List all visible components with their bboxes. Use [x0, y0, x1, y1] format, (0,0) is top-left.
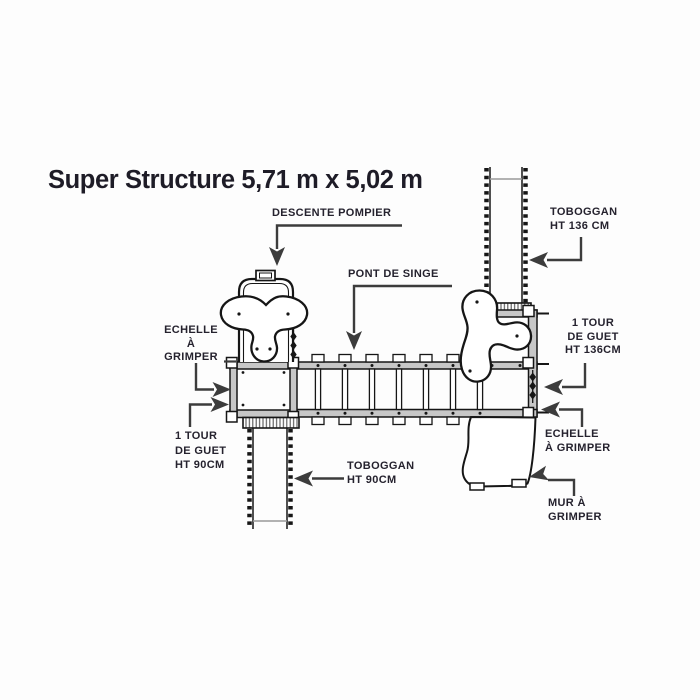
right-tower-fittings — [522, 304, 537, 419]
label-line: 1 TOUR — [175, 430, 218, 442]
label-line: HT 90CM — [347, 473, 397, 486]
label-line: À GRIMPER — [545, 441, 611, 454]
label-line: HT 136CM — [565, 344, 621, 356]
label-line: DESCENTE POMPIER — [272, 207, 392, 219]
mur-a-grimper-arrow — [529, 465, 576, 496]
toboggan-ht90-arrow — [294, 470, 344, 487]
label-line: DE GUET — [175, 444, 227, 457]
descente-pompier-arrow — [269, 224, 402, 266]
tour-de-guet-ht90-arrow — [188, 397, 229, 427]
climbing-panel-left-drawing — [219, 295, 309, 363]
label-echelle-a-grimper-left: ECHELLE À GRIMPER — [158, 324, 224, 365]
label-line: À — [186, 337, 196, 350]
label-toboggan-ht90: TOBOGGAN HT 90CM — [347, 460, 414, 487]
label-line: GRIMPER — [548, 510, 602, 523]
label-echelle-a-grimper-right: ECHELLE À GRIMPER — [545, 428, 611, 455]
bridge-bolts — [316, 364, 482, 415]
climbing-wall-drawing — [461, 415, 537, 491]
label-tour-de-guet-ht90: 1 TOUR DE GUET HT 90CM — [175, 429, 226, 473]
echelle-a-grimper-right-arrow — [541, 401, 584, 427]
echelle-hinge-right — [529, 370, 537, 403]
label-line: HT 90CM — [175, 459, 225, 471]
label-line: PONT DE SINGE — [348, 268, 439, 280]
label-line: ECHELLE — [545, 428, 599, 440]
pont-de-singe-arrow — [346, 284, 452, 350]
label-line: TOBOGGAN — [550, 206, 618, 218]
annotation-arrows — [188, 224, 587, 496]
monkey-bridge-drawing — [296, 353, 538, 426]
label-line: ECHELLE — [164, 324, 218, 336]
label-toboggan-ht136: TOBOGGAN HT 136 CM — [550, 206, 617, 233]
label-descente-pompier: DESCENTE POMPIER — [272, 207, 391, 221]
platform-bolts — [241, 371, 286, 407]
label-pont-de-singe: PONT DE SINGE — [348, 268, 439, 282]
label-line: GRIMPER — [164, 351, 218, 363]
label-line: HT 136 CM — [550, 219, 610, 232]
bridge-rungs — [311, 353, 487, 426]
label-mur-a-grimper: MUR À GRIMPER — [548, 497, 602, 524]
climbing-panel-right-drawing — [459, 289, 533, 383]
toboggan-lower-drawing — [247, 428, 293, 529]
label-line: MUR À — [548, 497, 586, 509]
label-line: TOBOGGAN — [347, 460, 415, 472]
label-tour-de-guet-ht136: 1 TOUR DE GUET HT 136CM — [557, 317, 629, 358]
toboggan-ht136-arrow — [529, 237, 583, 268]
page-title: Super Structure 5,71 m x 5,02 m — [48, 166, 423, 194]
toboggan-lower-cap — [242, 416, 300, 429]
panel-hinge-left — [290, 328, 297, 360]
label-line: DE GUET — [567, 330, 619, 343]
left-tower-platform-drawing — [225, 356, 300, 429]
label-line: 1 TOUR — [571, 317, 615, 329]
echelle-a-grimper-left-arrow — [194, 360, 236, 397]
tour-de-guet-ht136-arrow — [544, 363, 587, 395]
